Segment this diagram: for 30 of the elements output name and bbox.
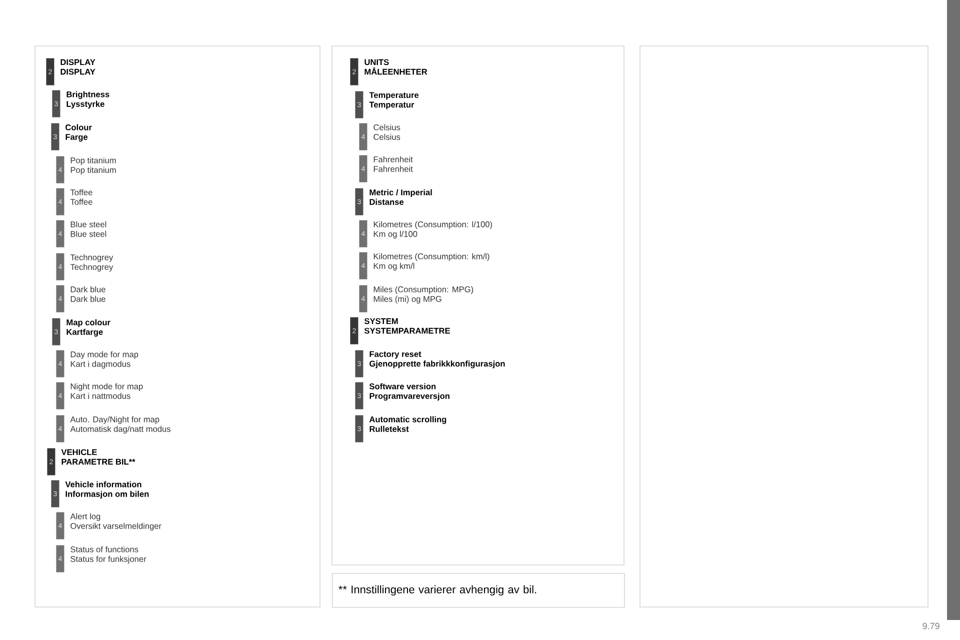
menu-item-text: Status of functions Status for funksjoner	[70, 546, 146, 564]
footnote-box: ** Innstillingene varierer avhengig av bil.	[332, 573, 625, 608]
menu-item-text: Automatic scrolling Rulletekst	[369, 416, 446, 432]
menu-item-text: Software version Programvareversjon	[369, 383, 450, 401]
menu-item-text: Miles (Consumption: MPG) Miles (mi) og MPG	[374, 286, 474, 304]
menu-item-text: VEHICLE PARAMETRE BIL**	[61, 449, 136, 465]
menu-item-text: Colour Farge	[66, 124, 92, 142]
menu-item-text: Night mode for map Kart i nattmodus	[70, 383, 143, 399]
menu-item-text: Technogrey Technogrey	[70, 254, 114, 272]
menu-item-text: Vehicle information Informasjon om bilen	[65, 481, 149, 499]
menu-item-text: Blue steel Blue steel	[70, 221, 106, 237]
menu-item-text: Kilometres (Consumption: km/l) Km og km/l	[374, 253, 490, 271]
menu-item-text: Pop titanium Pop titanium	[70, 157, 116, 175]
menu-item-text: Auto. Day/Night for map Automatisk dag/natt modus	[70, 416, 170, 434]
page-number: 9.79	[922, 622, 940, 630]
menu-item-text: Fahrenheit Fahrenheit	[374, 156, 413, 172]
menu-item-text: Factory reset Gjenopprette fabrikkkonfigurasjon	[370, 351, 505, 368]
menu-item-text: UNITS MÅLEENHETER	[364, 59, 428, 75]
menu-item-text: Temperature Temperatur	[369, 92, 419, 110]
menu-item-text: Map colour Kartfarge	[66, 319, 110, 337]
menu-item-text: Celsius Celsius	[374, 124, 400, 140]
menu-item-text: Dark blue Dark blue	[70, 286, 106, 302]
menu-item-text: Kilometres (Consumption: l/100) Km og l/100	[374, 221, 492, 239]
menu-item-text: Toffee Toffee	[70, 189, 92, 205]
menu-item-text: Day mode for map Kart i dagmodus	[70, 351, 138, 369]
menu-item-text: SYSTEM SYSTEMPARAMETRE	[364, 318, 450, 334]
menu-item-text: DISPLAY DISPLAY	[60, 59, 96, 75]
menu-item-text: Metric / Imperial Distanse	[370, 189, 432, 205]
menu-item-text: Brightness Lysstyrke	[66, 91, 110, 109]
menu-item-text: Alert log Oversikt varselmeldinger	[70, 513, 162, 531]
